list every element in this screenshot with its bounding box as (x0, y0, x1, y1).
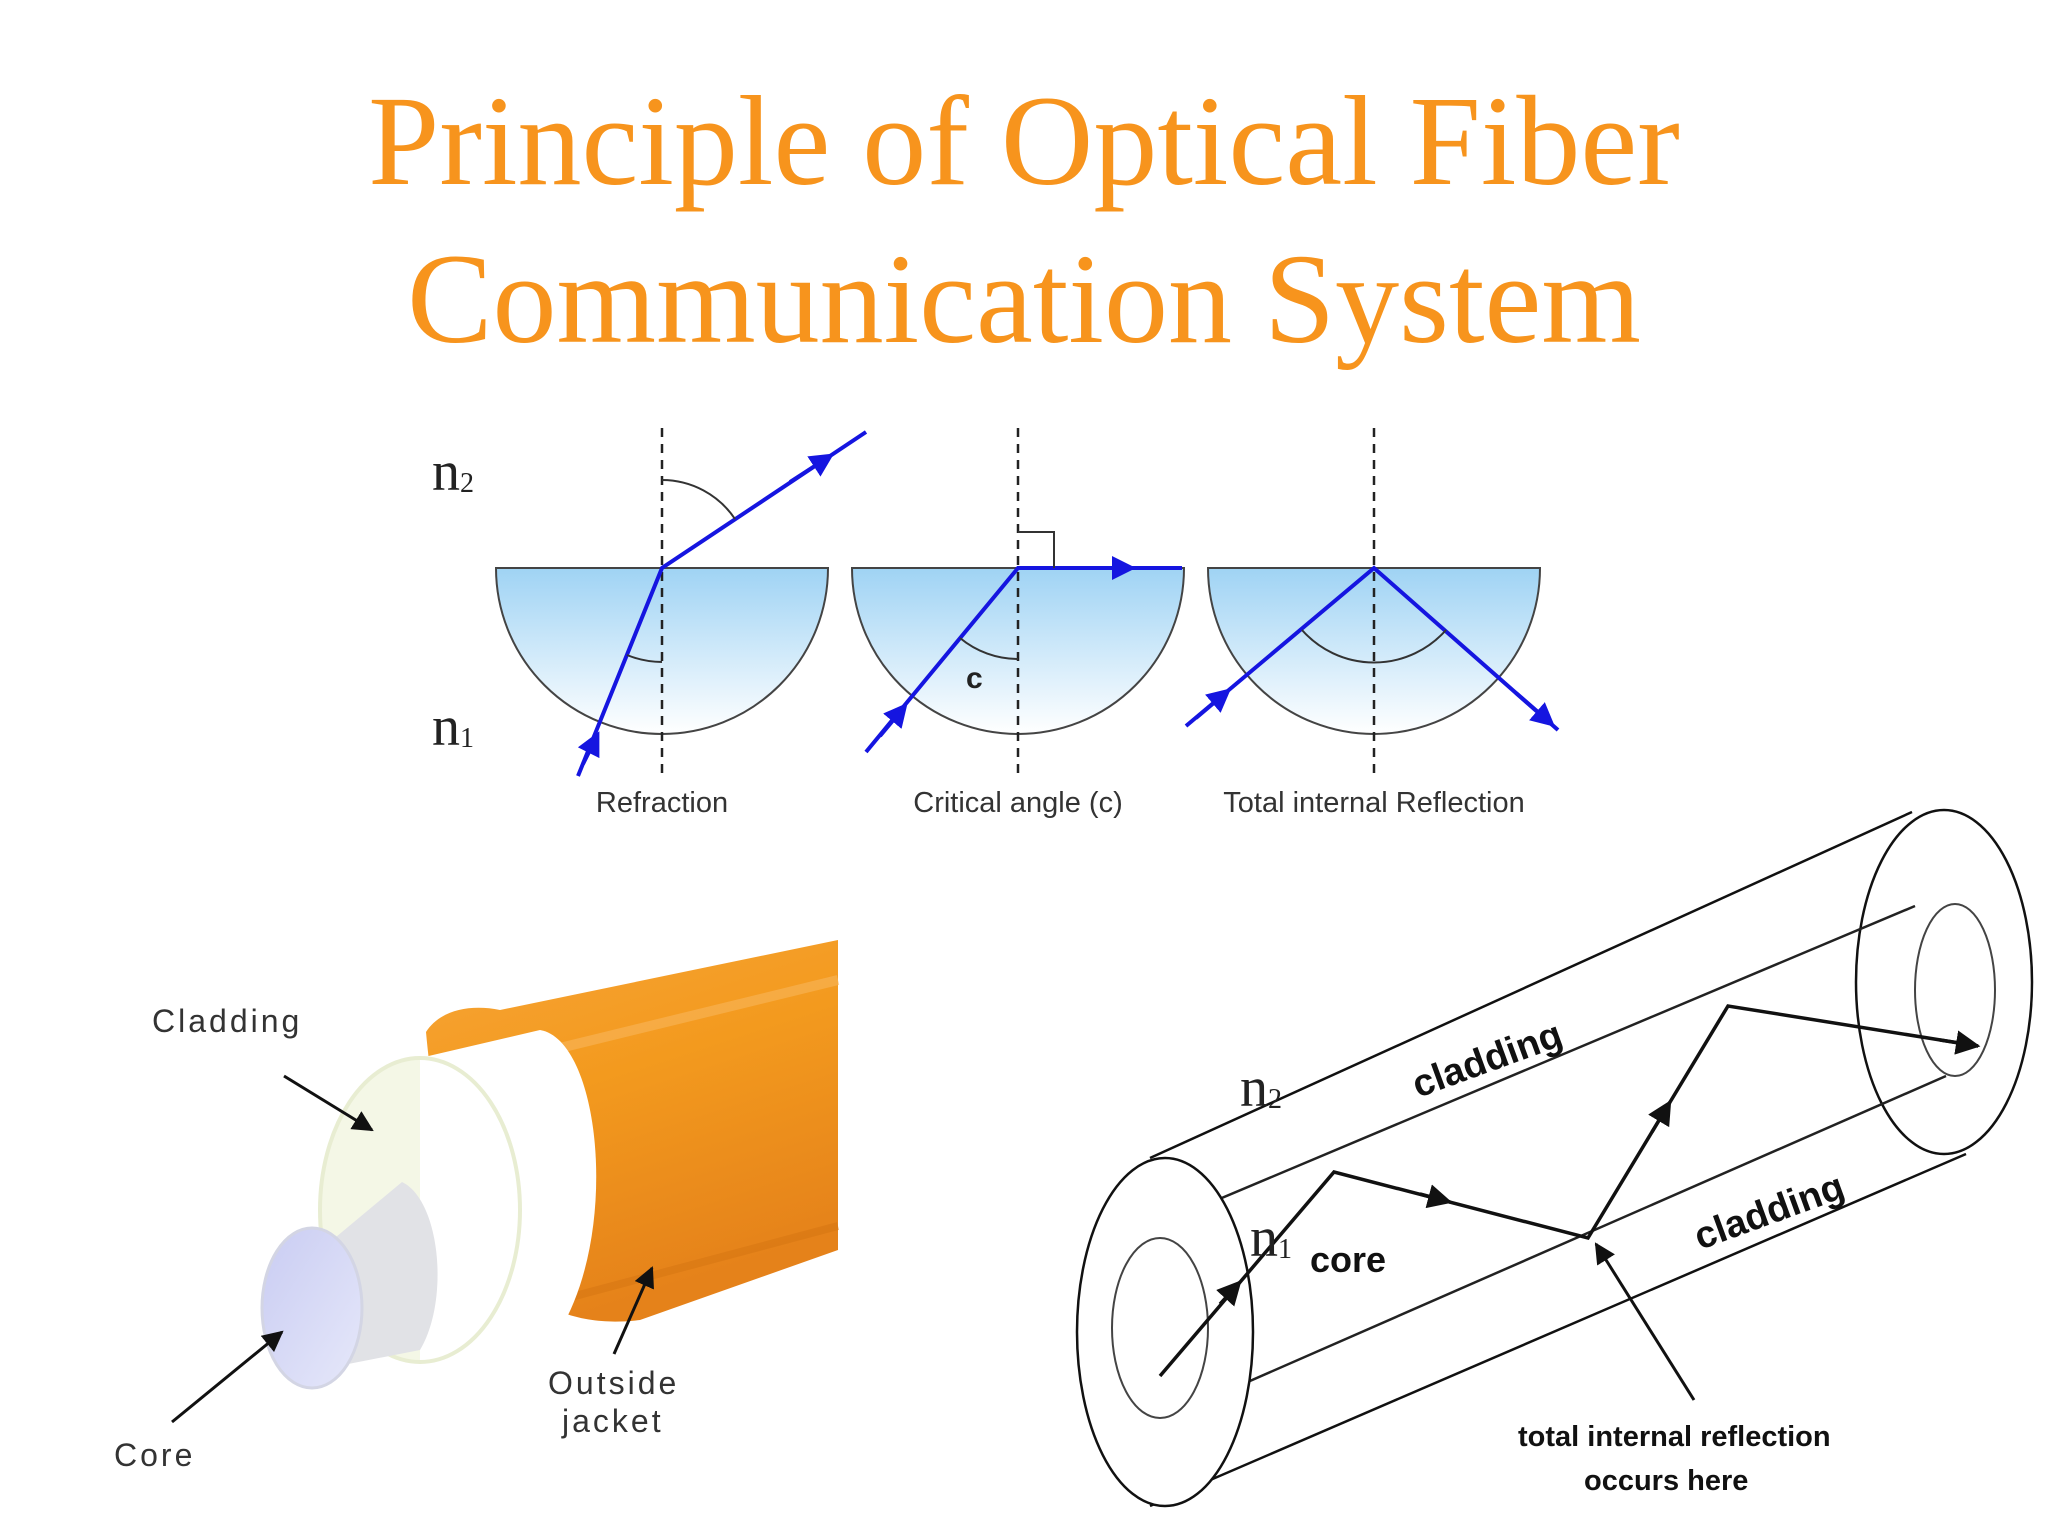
angle-arc-refracted (661, 479, 736, 520)
label-core: core (1310, 1239, 1386, 1280)
arrow-outside-jacket (612, 1266, 654, 1355)
cladding-outer-bottom-edge (1149, 1152, 1967, 1508)
arrow-cladding (283, 1074, 374, 1132)
n2-label: n2 (432, 441, 474, 503)
jacket-shadow (558, 1222, 840, 1304)
medium-semicircle-refraction (494, 567, 830, 735)
medium-semicircle-tir (1206, 567, 1542, 735)
caption-critical-angle: Critical angle (c) (913, 787, 1123, 819)
refraction-panel: n2 n1 c Refraction Critical angle (c) To… (432, 428, 1560, 819)
n1-label: n1 (432, 696, 474, 758)
light-ray-arrow-end (1939, 1030, 1981, 1055)
label-tir-line2: occurs here (1584, 1465, 1748, 1497)
ray-arrow-out-refraction (788, 453, 835, 484)
title-line-2: Communication System (407, 228, 1641, 370)
label-cladding: Cladding (152, 1003, 302, 1039)
fiber-tir-diagram: n2 n1 cladding cladding core total inter… (1075, 808, 2034, 1508)
light-ray-path (1158, 1004, 1979, 1378)
fiber-end-outer-left (1075, 1156, 1255, 1508)
label-tir-line1: total internal reflection (1518, 1421, 1831, 1453)
core-top-boundary (1159, 904, 1916, 1226)
label-cladding-top: cladding (1407, 1014, 1568, 1107)
ray-arrow-3 (1648, 1099, 1672, 1133)
page-title: Principle of Optical Fiber Communication… (0, 62, 2048, 378)
core-face (260, 1226, 364, 1390)
fiber-end-outer-right (1854, 808, 2034, 1156)
cladding-rim (318, 1056, 522, 1364)
ray-arrow-in-critical (878, 702, 908, 738)
ray-arrow-2 (1419, 1184, 1453, 1209)
ray-arrow-1 (1216, 1280, 1242, 1307)
ray-arrow-out-tir (1514, 691, 1556, 727)
title-line-1: Principle of Optical Fiber (368, 70, 1680, 212)
angle-arc-critical (959, 637, 1019, 660)
label-outside-jacket-line2: jacket (561, 1403, 664, 1439)
ray-arrow-in-refraction (577, 731, 600, 765)
core-bottom-boundary (1169, 1074, 1947, 1418)
cladding-outer-top-edge (1149, 810, 1913, 1160)
arrow-core (171, 1330, 284, 1424)
cladding-body (420, 1030, 597, 1362)
ray-arrow-in-tir (1194, 688, 1232, 720)
critical-angle-label: c (966, 662, 983, 695)
fiber-n2-label: n2 (1240, 1057, 1282, 1119)
angle-arc-tir (1301, 629, 1447, 664)
fiber-cable-illustration: Cladding Core Outside jacket (114, 940, 840, 1473)
right-angle-mark (1018, 531, 1055, 568)
tir-ray (1184, 565, 1560, 732)
caption-refraction: Refraction (596, 787, 728, 819)
label-outside-jacket-line1: Outside (548, 1365, 679, 1401)
fiber-n1-label: n1 (1250, 1207, 1292, 1269)
fiber-end-inner-left (1111, 1237, 1209, 1419)
label-core: Core (114, 1437, 195, 1473)
caption-total-internal-reflection: Total internal Reflection (1223, 787, 1524, 819)
arrow-tir-point (1594, 1242, 1696, 1401)
fiber-end-inner-right (1914, 903, 1996, 1077)
angle-arc-incident (626, 654, 663, 663)
medium-semicircle-critical (850, 567, 1186, 735)
